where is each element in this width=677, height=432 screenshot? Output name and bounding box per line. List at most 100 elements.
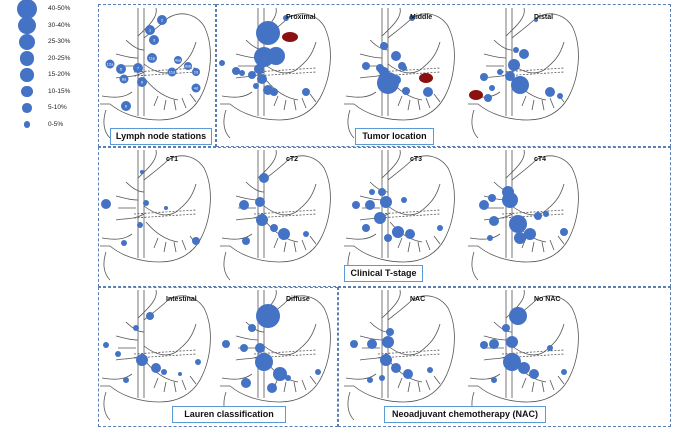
lymph-node-bubble (409, 15, 415, 21)
stomach-outline (469, 233, 501, 240)
stomach-outline (369, 39, 389, 51)
stomach-outline (309, 235, 317, 245)
stomach-outline (557, 235, 565, 245)
lymph-node-bubble (362, 224, 370, 232)
stomach-outline (483, 335, 507, 341)
station-number: 5 (120, 67, 123, 72)
lymph-node-bubble (121, 240, 127, 246)
stomach-outline (101, 91, 133, 98)
stomach-outline (100, 13, 211, 121)
tumor-mark (469, 90, 483, 100)
stomach-outline (505, 7, 525, 37)
stomach-outline (345, 373, 377, 380)
station-node (167, 67, 177, 77)
lymph-node-bubble (382, 336, 394, 348)
lymph-node-bubble (164, 206, 168, 210)
stomach-outline (125, 181, 145, 193)
stomach-outline (173, 381, 177, 393)
legend-label: 30-40% (48, 21, 71, 29)
stomach-outline (433, 375, 441, 385)
lymph-node-bubble (497, 69, 503, 75)
lymph-node-bubble (270, 88, 278, 96)
stomach-outline (301, 379, 307, 391)
lymph-node-bubble (380, 42, 388, 50)
stomach-diagram (468, 149, 579, 281)
legend-bubble (23, 121, 31, 128)
panel-distal: Distal (464, 6, 584, 139)
stomach-outline (115, 213, 145, 221)
station-node (137, 77, 147, 87)
stomach-outline (153, 237, 159, 249)
stomach-outline (263, 183, 317, 216)
stomach-diagram (344, 289, 455, 421)
lymph-node-bubble (352, 201, 360, 209)
station-number: 4sb (185, 64, 192, 69)
lymph-node-bubble (427, 367, 433, 373)
stomach-outline (145, 361, 179, 383)
stomach-outline (293, 381, 297, 393)
lymph-node-bubble (391, 51, 401, 61)
stomach-outline (511, 41, 565, 74)
station-node (192, 68, 200, 76)
lymph-node-bubble (283, 15, 289, 21)
stomach-outline (137, 289, 157, 319)
legend-item: 40-50% (0, 0, 92, 20)
lymph-node-bubble (557, 93, 563, 99)
legend-label: 5-10% (48, 104, 67, 111)
stomach-outline (511, 323, 565, 356)
lymph-node-bubble (491, 377, 497, 383)
stomach-outline (293, 99, 297, 111)
lymph-node-bubble (136, 354, 148, 366)
lymph-node-bubble (534, 212, 542, 220)
lymph-node-bubble (161, 369, 167, 375)
stomach-outline (100, 155, 211, 263)
stomach-outline (425, 379, 431, 391)
panel-nac: NAC (340, 288, 460, 421)
stomach-outline (153, 377, 159, 389)
stomach-outline (469, 373, 501, 380)
stomach-outline (283, 241, 287, 253)
lymph-node-bubble (513, 47, 519, 53)
legend-item: 0-5% (0, 118, 92, 132)
stomach-outline (468, 155, 579, 263)
lymph-node-bubble (285, 375, 291, 381)
stomach-outline (381, 289, 401, 319)
legend-bubble (21, 85, 33, 98)
legend-bubble (20, 68, 34, 82)
lymph-node-bubble (303, 231, 309, 237)
station-number: 4d (194, 86, 198, 91)
lymph-node-bubble (256, 304, 280, 328)
stomach-outline (293, 241, 297, 253)
station-node (116, 64, 126, 74)
stomach-outline (549, 97, 555, 109)
lymph-node-bubble (509, 215, 527, 233)
lymph-node-bubble (547, 345, 553, 351)
station-node (147, 53, 157, 63)
lymph-node-bubble (267, 383, 277, 393)
lymph-node-bubble (384, 234, 392, 242)
label-tumor-location: Tumor location (355, 128, 434, 145)
stomach-outline (407, 241, 411, 253)
lymph-node-bubble (502, 324, 510, 332)
station-number: 9 (141, 80, 144, 85)
station-node (157, 15, 167, 25)
legend: 40-50%30-40%25-30%20-25%15-20%10-15%5-10… (0, 0, 92, 432)
stomach-outline (387, 41, 441, 74)
stomach-diagram (468, 289, 579, 421)
legend-bubble (18, 16, 36, 35)
stomach-outline (505, 149, 525, 179)
lymph-node-bubble (369, 189, 375, 195)
stomach-outline (221, 373, 253, 380)
stomach-outline (359, 213, 389, 221)
stomach-outline (549, 239, 555, 251)
lymph-node-bubble (403, 369, 413, 379)
lymph-node-bubble (240, 344, 248, 352)
tumor-mark (419, 73, 433, 83)
lymph-node-bubble (259, 173, 269, 183)
stomach-outline (541, 99, 545, 111)
station-node (145, 25, 155, 35)
stomach-outline (143, 323, 197, 356)
stomach-outline (369, 321, 389, 333)
